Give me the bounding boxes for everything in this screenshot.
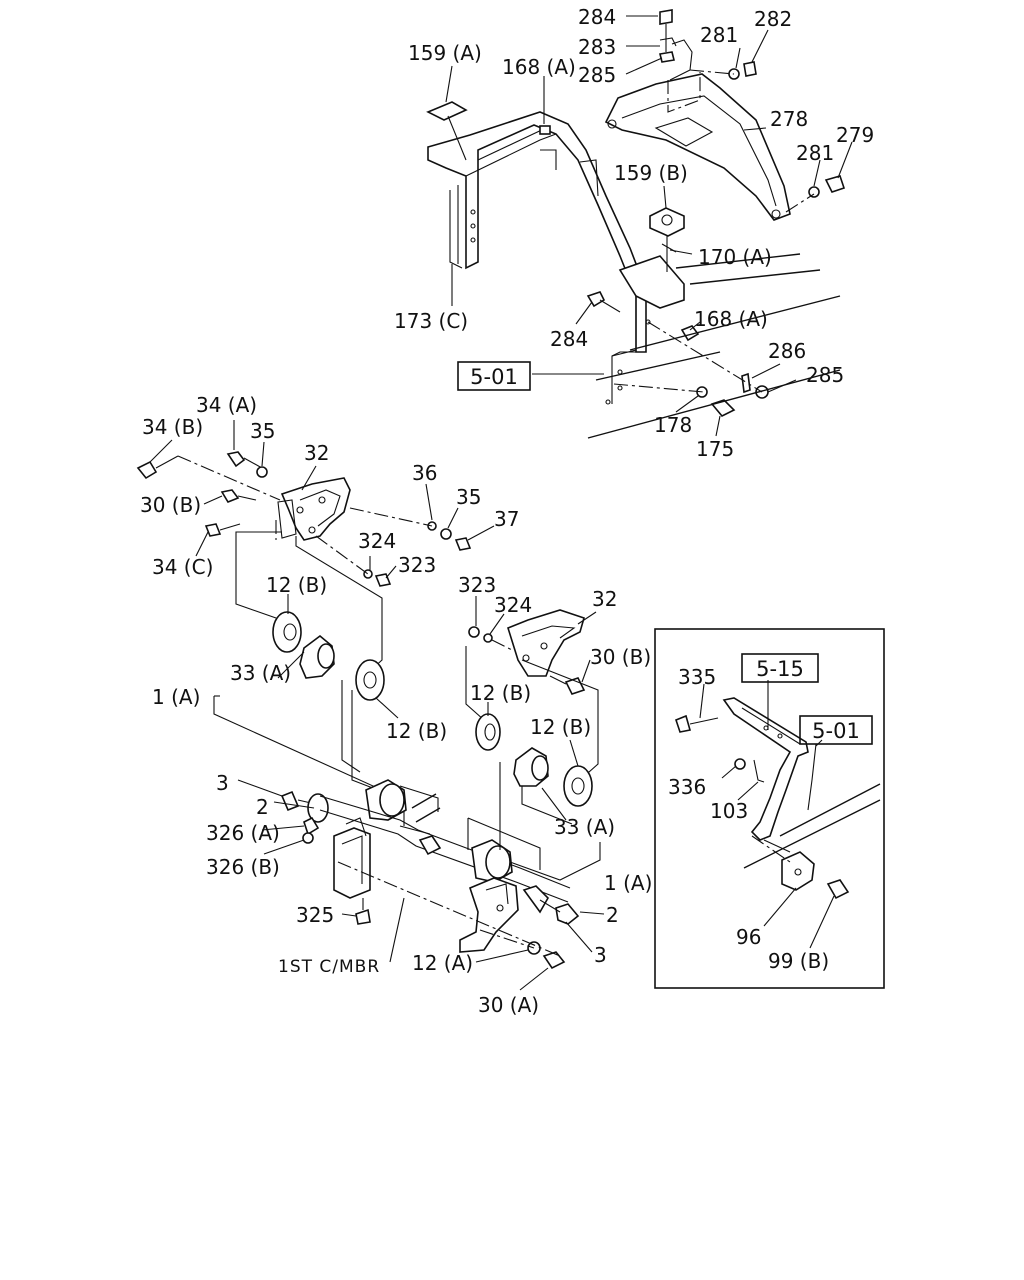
callout-281-mid: 281 <box>796 141 834 165</box>
callout-labels: 284 282 283 281 285 159 (A) 168 (A) 278 … <box>140 5 874 1017</box>
callout-37: 37 <box>494 507 519 531</box>
callout-35-left: 35 <box>250 419 275 443</box>
callout-335: 335 <box>678 665 716 689</box>
bracket-278 <box>604 9 846 221</box>
inset-panel <box>654 628 885 989</box>
callout-326a: 326 (A) <box>206 821 280 845</box>
callout-173c: 173 (C) <box>394 309 468 333</box>
callout-284-top: 284 <box>578 5 616 29</box>
callout-12b-a: 12 (B) <box>266 573 327 597</box>
callout-278: 278 <box>770 107 808 131</box>
callout-323-right: 323 <box>458 573 496 597</box>
callout-168a-mid: 168 (A) <box>694 307 768 331</box>
callout-325: 325 <box>296 903 334 927</box>
callout-2-left: 2 <box>256 795 269 819</box>
callout-33a-right: 33 (A) <box>554 815 615 839</box>
bushing-set-left <box>213 611 405 826</box>
callout-12b-b: 12 (B) <box>470 681 531 705</box>
shaft-assembly <box>280 762 580 970</box>
callout-170a: 170 (A) <box>698 245 772 269</box>
callout-326b: 326 (B) <box>206 855 280 879</box>
callout-34c: 34 (C) <box>152 555 213 579</box>
callout-285-top: 285 <box>578 63 616 87</box>
callout-283: 283 <box>578 35 616 59</box>
callout-286: 286 <box>768 339 806 363</box>
callout-279: 279 <box>836 123 874 147</box>
callout-34a: 34 (A) <box>196 393 257 417</box>
ref-5-15: 5-15 <box>756 657 804 681</box>
callout-282: 282 <box>754 7 792 31</box>
callout-32-left: 32 <box>304 441 329 465</box>
callout-178: 178 <box>654 413 692 437</box>
callout-168a-top: 168 (A) <box>502 55 576 79</box>
callout-1a-right: 1 (A) <box>604 871 652 895</box>
callout-2-right: 2 <box>606 903 619 927</box>
leader-lines <box>149 15 853 991</box>
upper-frame-assembly <box>426 101 841 439</box>
callout-324-right: 324 <box>494 593 532 617</box>
bushing-set-right <box>475 713 593 825</box>
callout-12a: 12 (A) <box>412 951 473 975</box>
callout-3-left: 3 <box>216 771 229 795</box>
callout-159a: 159 (A) <box>408 41 482 65</box>
callout-96: 96 <box>736 925 761 949</box>
bracket-32-left <box>136 451 472 681</box>
callout-33a-left: 33 (A) <box>230 661 291 685</box>
callout-1st-c-mbr: 1ST C/MBR <box>278 957 380 977</box>
callout-3-right: 3 <box>594 943 607 967</box>
callout-1a-left: 1 (A) <box>152 685 200 709</box>
callout-32-right: 32 <box>592 587 617 611</box>
bracket-32-right <box>465 609 599 781</box>
callout-159b: 159 (B) <box>614 161 688 185</box>
callout-284-mid: 284 <box>550 327 588 351</box>
callout-103: 103 <box>710 799 748 823</box>
callout-12b-c: 12 (B) <box>530 715 591 739</box>
callout-35-right: 35 <box>456 485 481 509</box>
callout-281-top: 281 <box>700 23 738 47</box>
callout-285-mid: 285 <box>806 363 844 387</box>
callout-30a: 30 (A) <box>478 993 539 1017</box>
callout-99b: 99 (B) <box>768 949 829 973</box>
callout-30b-right: 30 (B) <box>590 645 651 669</box>
callout-36: 36 <box>412 461 437 485</box>
callout-323-left: 323 <box>398 553 436 577</box>
ref-5-01-inset: 5-01 <box>812 719 860 743</box>
callout-34b: 34 (B) <box>142 415 203 439</box>
callout-336: 336 <box>668 775 706 799</box>
ref-5-01-main: 5-01 <box>470 365 518 389</box>
callout-12b-d: 12 (B) <box>386 719 447 743</box>
callout-324-left: 324 <box>358 529 396 553</box>
callout-30b-left: 30 (B) <box>140 493 201 517</box>
callout-175: 175 <box>696 437 734 461</box>
reference-boxes: 5-01 5-15 5-01 <box>457 361 873 745</box>
